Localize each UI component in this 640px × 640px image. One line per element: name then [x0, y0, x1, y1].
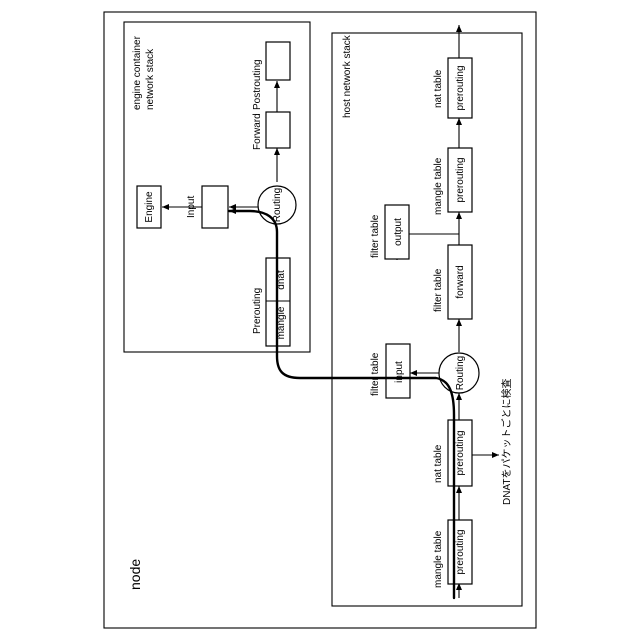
host-stack-title: host network stack [342, 34, 353, 118]
container-postrouting-label: Postrouting [252, 59, 263, 110]
host-routing-label: Routing [455, 356, 466, 390]
dnat-inspection-note: DNATをパケットごとに検査 [500, 379, 513, 505]
host-mangle-table-2-label: mangle table [433, 157, 444, 215]
host-nat-table-1-label: nat table [433, 444, 444, 483]
host-filter-table-input-label: filter table [370, 352, 381, 396]
container-input-box [202, 186, 228, 228]
host-stack-frame [332, 33, 522, 606]
engine-container-title-1: engine container [132, 35, 143, 110]
host-prerouting-4-label: prerouting [455, 65, 466, 110]
host-forward-label: forward [455, 265, 466, 298]
node-label: node [127, 559, 143, 590]
host-prerouting-2-label: prerouting [455, 430, 466, 475]
host-input-label: input [394, 361, 405, 383]
container-forward-label: Forward [252, 113, 263, 150]
host-prerouting-3-label: prerouting [455, 157, 466, 202]
container-input-label: Input [186, 196, 197, 218]
host-nat-table-2-label: nat table [433, 69, 444, 108]
container-postrouting-box [266, 42, 290, 80]
host-prerouting-1-label: prerouting [455, 529, 466, 574]
engine-label: Engine [144, 191, 155, 223]
container-forward-box [266, 112, 290, 148]
host-mangle-table-1-label: mangle table [433, 530, 444, 588]
host-filter-table-output-label: filter table [370, 214, 381, 258]
container-routing-label: Routing [272, 188, 283, 222]
container-prerouting-label: Prerouting [252, 288, 263, 334]
host-filter-table-forward-label: filter table [433, 268, 444, 312]
host-output-label: output [393, 218, 404, 246]
engine-container-title-2: network stack [145, 48, 156, 110]
packet-path [229, 211, 454, 598]
